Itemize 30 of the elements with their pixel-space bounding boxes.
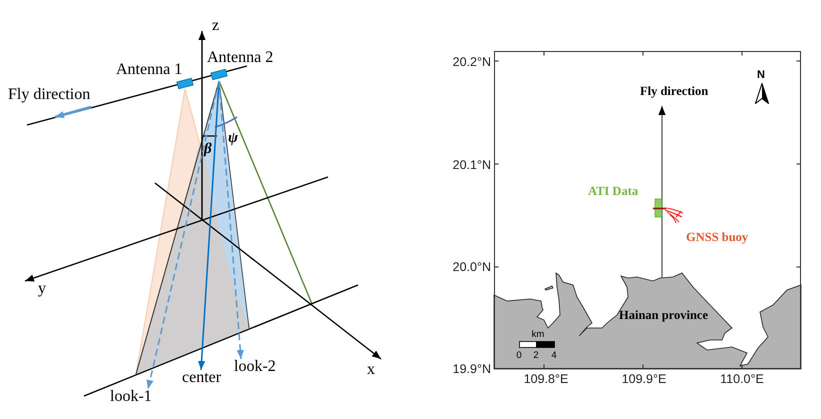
axis-label: x — [367, 362, 375, 378]
arrow — [146, 80, 220, 390]
scale-label: 0 — [516, 351, 522, 360]
scale-label: 4 — [551, 351, 557, 360]
buoy-label: GNSS buoy — [686, 231, 748, 244]
data-label: ATI Data — [588, 185, 638, 198]
beam-label: look-2 — [234, 359, 276, 375]
beam-label: center — [182, 370, 222, 386]
tick-label: 20.0°N — [452, 261, 491, 274]
angle-label: β — [204, 142, 212, 157]
tick-label: 110.0°E — [720, 373, 764, 386]
scale-label: 2 — [533, 351, 539, 360]
tick-label: 20.1°N — [452, 159, 491, 172]
arrow — [198, 80, 220, 370]
direction-label: Fly direction — [8, 87, 90, 103]
beam-label: look-1 — [110, 389, 152, 405]
tick-label: 20.2°N — [452, 56, 491, 68]
place-label: Hainan province — [619, 309, 708, 322]
scale-unit-label: km — [532, 330, 544, 340]
arrow — [218, 80, 244, 360]
antenna-label: Antenna 1 — [116, 62, 182, 78]
axis-label: z — [212, 18, 220, 34]
tick-label: 109.9°E — [622, 373, 666, 386]
axis-label: y — [38, 281, 46, 297]
antenna-label: Antenna 2 — [207, 50, 274, 66]
north-label: N — [757, 70, 765, 81]
angle-label: ψ — [228, 131, 238, 146]
direction-label: Fly direction — [640, 85, 708, 98]
tick-label: 19.9°N — [452, 363, 491, 376]
tick-label: 109.8°E — [524, 373, 568, 386]
